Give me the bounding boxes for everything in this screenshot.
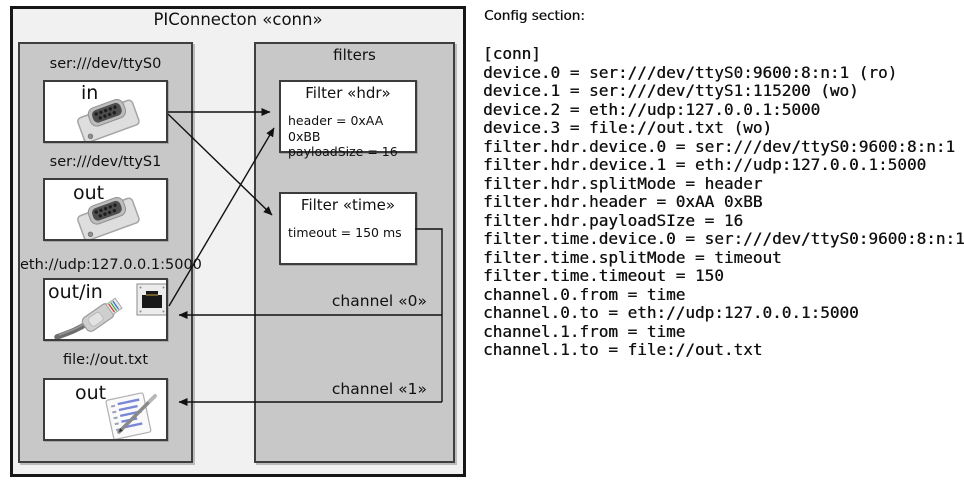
filter-attributes: header = 0xAA 0xBB payloadSize = 16: [288, 113, 398, 159]
device-url-file: file://out.txt: [62, 352, 149, 368]
ethernet-connector-icon: [45, 280, 166, 339]
device-box-file: out: [43, 378, 168, 441]
device-box-ttys0: in: [43, 80, 168, 143]
filter-box-hdr: Filter «hdr» header = 0xAA 0xBB payloadS…: [279, 80, 417, 159]
diagram-title: PIConnecton «conn»: [153, 10, 323, 29]
channel-1-label: channel «1»: [331, 380, 427, 398]
device-mode-label: out: [73, 182, 105, 204]
filters-panel: filters Filter «hdr» header = 0xAA 0xBB …: [254, 42, 455, 463]
config-section-heading: Config section:: [484, 8, 585, 24]
filters-panel-title: filters: [333, 46, 376, 64]
piconnection-diagram: PIConnecton «conn» ser:///dev/ttyS0 in: [10, 6, 466, 477]
serial-connector-icon: [69, 94, 149, 141]
device-mode-label: in: [81, 82, 99, 104]
config-text: [conn] device.0 = ser:///dev/ttyS0:9600:…: [483, 44, 964, 359]
filter-title: Filter «hdr»: [305, 84, 391, 102]
channel-0-label: channel «0»: [331, 292, 427, 310]
device-box-ttys1: out: [43, 178, 168, 241]
notes-file-icon: [97, 388, 165, 439]
filter-title: Filter «time»: [300, 196, 396, 214]
filter-attributes: timeout = 150 ms: [288, 225, 402, 240]
device-url-ttys0: ser:///dev/ttyS0: [49, 56, 162, 72]
serial-connector-icon: [69, 192, 149, 239]
devices-panel: ser:///dev/ttyS0 in: [18, 42, 202, 463]
device-url-eth: eth://udp:127.0.0.1:5000: [20, 257, 202, 273]
device-url-ttys1: ser:///dev/ttyS1: [49, 154, 162, 170]
device-mode-label: out/in: [48, 281, 103, 303]
device-mode-label: out: [75, 382, 107, 404]
filter-box-time: Filter «time» timeout = 150 ms: [279, 192, 417, 265]
device-box-eth: out/in: [43, 278, 168, 341]
